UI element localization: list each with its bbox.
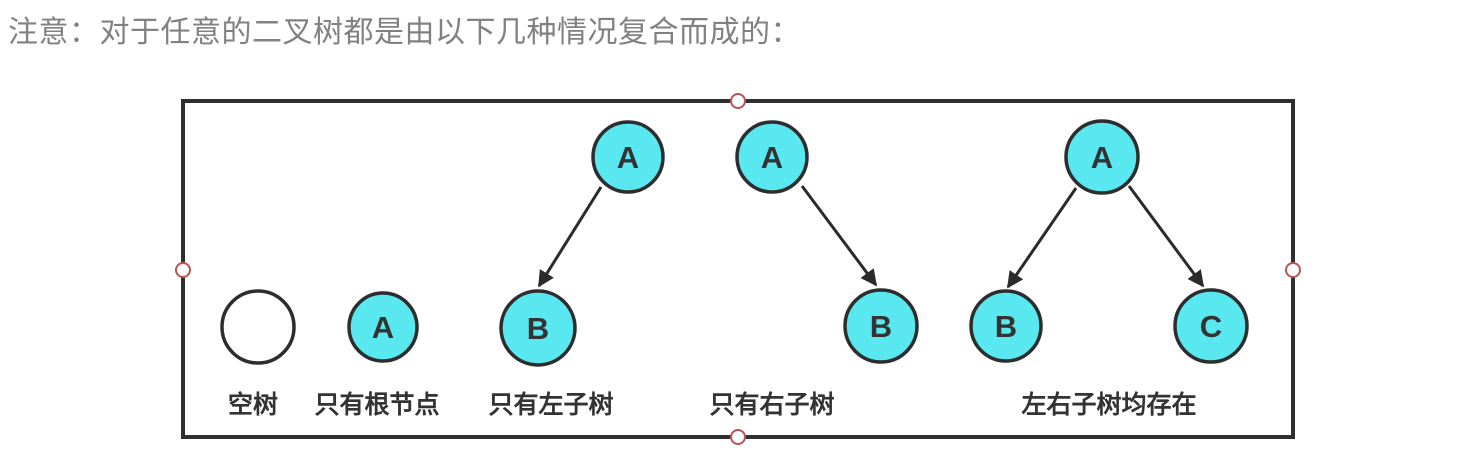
tree-node-B bbox=[843, 288, 919, 364]
case-caption-both-subtrees: 左右子树均存在 bbox=[1021, 390, 1196, 419]
tree-edge-arrow bbox=[537, 186, 603, 288]
tree-edge-arrow bbox=[800, 185, 878, 287]
resize-handle-left-center[interactable] bbox=[175, 262, 191, 278]
empty-tree-node bbox=[220, 289, 296, 365]
tree-node-B bbox=[969, 289, 1043, 363]
tree-node-A bbox=[735, 120, 809, 194]
tree-edge-arrow bbox=[1127, 185, 1205, 288]
case-caption-empty-tree: 空树 bbox=[228, 390, 278, 419]
case-caption-right-subtree-only: 只有右子树 bbox=[709, 390, 834, 419]
resize-handle-right-center[interactable] bbox=[1285, 262, 1301, 278]
tree-node-label: C bbox=[1200, 309, 1222, 344]
tree-node-C bbox=[1173, 288, 1249, 364]
resize-handle-bottom-center[interactable] bbox=[730, 429, 746, 445]
tree-case-left-subtree-only: A B 只有左子树 bbox=[488, 120, 665, 419]
tree-edge-arrow bbox=[1006, 187, 1078, 289]
tree-case-right-subtree-only: A B 只有右子树 bbox=[709, 120, 919, 419]
tree-node-A bbox=[591, 120, 665, 194]
tree-node-label: B bbox=[870, 309, 892, 344]
tree-node-A bbox=[1064, 119, 1140, 195]
note-heading: 注意：对于任意的二叉树都是由以下几种情况复合而成的： bbox=[8, 16, 801, 49]
tree-node-label: A bbox=[1091, 140, 1113, 175]
tree-case-empty-tree: 空树 bbox=[220, 289, 296, 419]
tree-node-B bbox=[499, 289, 577, 367]
tree-node-A bbox=[347, 291, 419, 363]
case-caption-root-only: 只有根节点 bbox=[314, 390, 439, 419]
tree-case-root-only: A 只有根节点 bbox=[314, 291, 440, 419]
tree-case-both-subtrees: A B C 左右子树均存在 bbox=[969, 119, 1249, 419]
case-caption-left-subtree-only: 只有左子树 bbox=[488, 391, 613, 419]
tree-node-label: A bbox=[761, 140, 783, 175]
resize-handle-top-center[interactable] bbox=[730, 93, 746, 109]
tree-node-label: A bbox=[372, 310, 394, 345]
tree-node-label: B bbox=[527, 311, 549, 346]
tree-node-label: B bbox=[995, 309, 1017, 344]
tree-node-label: A bbox=[617, 140, 639, 175]
